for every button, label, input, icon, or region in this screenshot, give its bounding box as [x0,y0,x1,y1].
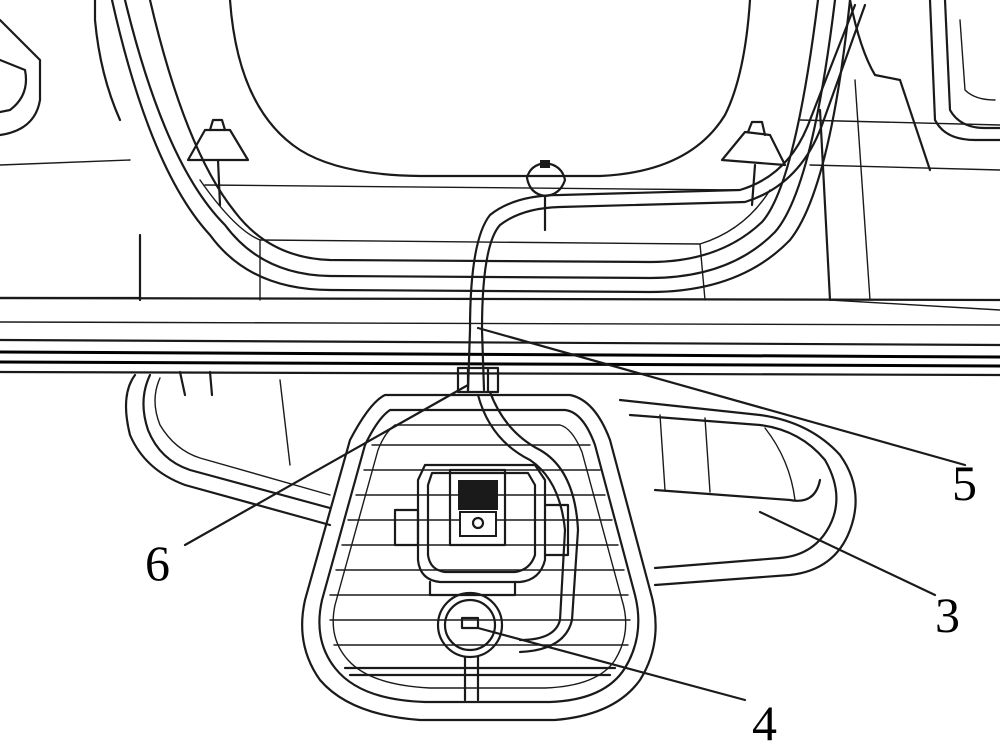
body-panel [0,0,1000,330]
leader-line-4 [478,628,745,700]
cross-beam [0,298,1000,375]
label-part-4: 4 [752,695,777,751]
leader-lines [185,328,965,700]
lens-part-4 [438,593,502,700]
label-part-5: 5 [952,455,977,511]
label-part-6: 6 [145,535,170,591]
camera-module [395,465,568,595]
leader-line-3 [760,512,935,595]
label-part-3: 3 [935,587,960,643]
